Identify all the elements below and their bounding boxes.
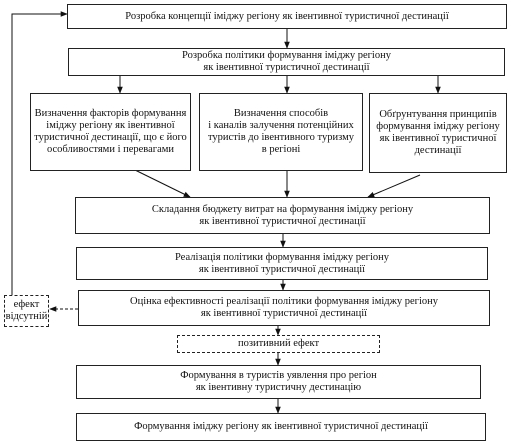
node-factors: Визначення факторів формування іміджу ре… <box>30 93 191 171</box>
node-final: Формування іміджу регіону як івентивної … <box>76 413 486 441</box>
node-evaluation: Оцінка ефективності реалізації політики … <box>78 290 490 326</box>
node-channels: Визначення способів і каналів залучення … <box>199 93 363 171</box>
node-perception: Формування в туристів уявлення про регіо… <box>76 365 481 399</box>
arrow-factors-to-budget <box>134 169 191 198</box>
node-concept: Розробка концепції іміджу регіону як іве… <box>67 4 507 29</box>
node-budget: Складання бюджету витрат на формування і… <box>75 197 490 234</box>
feedback-loop-to-concept <box>11 11 68 295</box>
arrow-principles-to-budget <box>367 174 421 198</box>
node-positive-effect: позитивний ефект <box>177 335 380 353</box>
node-implementation: Реалізація політики формування іміджу ре… <box>76 247 488 280</box>
node-principles: Обґрунтування принципів формування імідж… <box>369 93 507 173</box>
node-no-effect: ефект відсутній <box>4 295 49 327</box>
node-policy: Розробка політики формування іміджу регі… <box>68 48 505 76</box>
